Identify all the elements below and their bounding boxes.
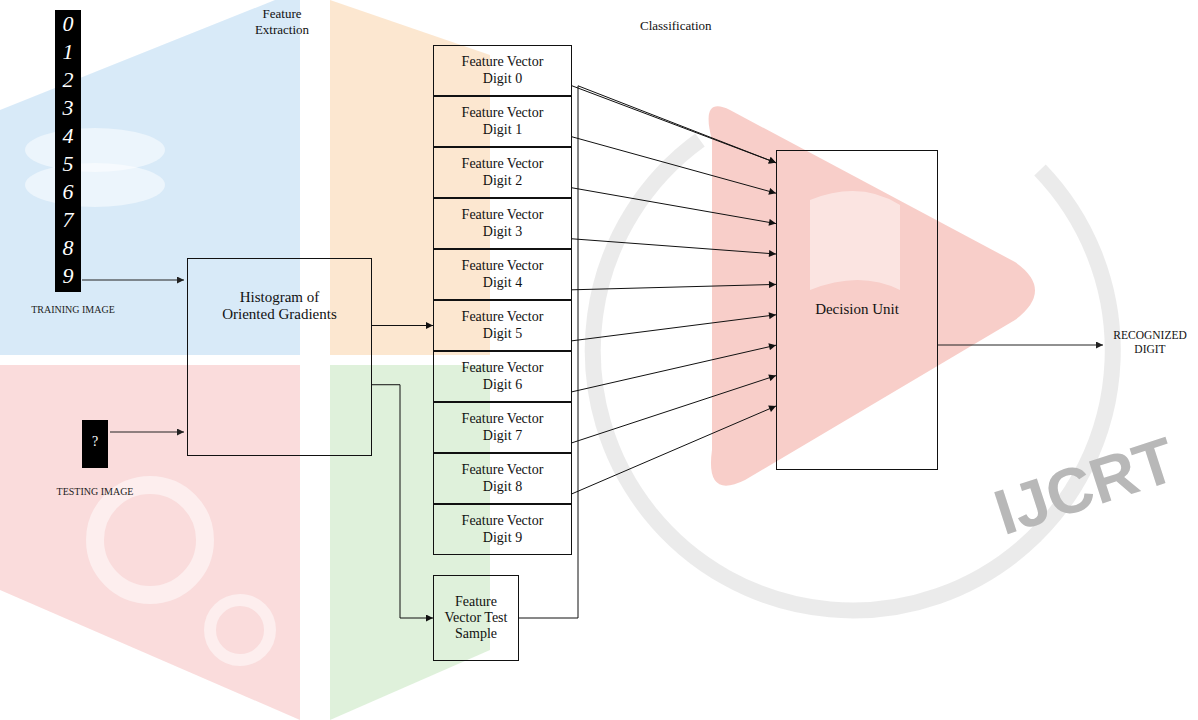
connector-arrow (572, 376, 776, 443)
logo-orange-panel (330, 0, 490, 355)
handwritten-digit: 6 (55, 178, 81, 206)
label-slot: TESTING IMAGE (40, 486, 150, 498)
node-text: Feature Vector Digit 6 (452, 360, 554, 392)
label-slot: TRAINING IMAGE (18, 304, 128, 316)
label-slot: ? (82, 434, 108, 451)
node-text: Feature Vector Digit 9 (452, 513, 554, 545)
feature-vector-box: Feature Vector Digit 2 (433, 147, 572, 198)
connector-arrow (572, 284, 776, 289)
label-slot: 8 (55, 234, 81, 262)
connector-arrow (572, 188, 776, 224)
handwritten-digit: 5 (55, 150, 81, 178)
label-slot: IJCRT (978, 419, 1192, 554)
handwritten-digit: 4 (55, 122, 81, 150)
unknown-digit: ? (82, 434, 108, 451)
input-arrow (110, 432, 184, 433)
node-text: Feature Vector Digit 4 (452, 258, 554, 290)
connector-arrow (372, 325, 433, 326)
label-slot: 3 (55, 94, 81, 122)
handwritten-digit: 0 (55, 10, 81, 38)
feature-vector-box: Feature Vector Digit 4 (433, 249, 572, 300)
node-text: Decision Unit (815, 301, 899, 318)
section-heading: Feature Extraction (246, 6, 318, 37)
training-image (55, 10, 81, 292)
logo-book (810, 191, 900, 290)
watermark: IJCRT (978, 419, 1192, 554)
label-slot: Classification (640, 18, 750, 34)
handwritten-digit: 9 (55, 262, 81, 290)
node-text: Feature Vector Digit 5 (452, 309, 554, 341)
label-slot: 7 (55, 206, 81, 234)
node-text: Feature Vector Digit 8 (452, 462, 554, 494)
logo-disc (25, 163, 165, 207)
handwritten-digit: 7 (55, 206, 81, 234)
feature-vector-box: Feature Vector Digit 8 (433, 453, 572, 504)
label-slot: 5 (55, 150, 81, 178)
connector-arrow (572, 137, 776, 193)
output-label: RECOGNIZED DIGIT (1107, 329, 1193, 357)
handwritten-digit: 2 (55, 66, 81, 94)
label-slot: 0 (55, 10, 81, 38)
feature-vector-box: Feature Vector Digit 6 (433, 351, 572, 402)
feature-vector-box: Feature Vector Digit 0 (433, 45, 572, 96)
label-slot: 9 (55, 262, 81, 290)
feature-vector-box: Feature Vector Digit 5 (433, 300, 572, 351)
output-arrow (938, 345, 1103, 346)
feature-vector-box: Feature Vector Digit 7 (433, 402, 572, 453)
input-arrow (82, 280, 184, 281)
logo-play-shape (709, 106, 1035, 485)
logo-gear (210, 600, 270, 660)
testing-image (82, 420, 108, 468)
node-text: Feature Vector Digit 2 (452, 156, 554, 188)
connector-arrow (572, 345, 776, 392)
connector-arrow (572, 239, 776, 254)
label-slot: 4 (55, 122, 81, 150)
logo-red-panel (0, 365, 300, 720)
handwritten-digit: 1 (55, 38, 81, 66)
node-text: Feature Vector Digit 3 (452, 207, 554, 239)
label-slot: 1 (55, 38, 81, 66)
watermark-logo (0, 0, 1113, 720)
connector-arrow (572, 406, 776, 494)
handwritten-digit: 3 (55, 94, 81, 122)
node-text: Feature Vector Digit 0 (452, 54, 554, 86)
process-box: Histogram of Oriented Gradients (187, 258, 372, 456)
logo-gear (95, 485, 205, 595)
label-slot: RECOGNIZED DIGIT (1107, 329, 1193, 357)
connector-arrow (572, 315, 776, 341)
image-caption: TESTING IMAGE (40, 486, 150, 498)
node-text: Feature Vector Digit 1 (452, 105, 554, 137)
decision-box: Decision Unit (776, 150, 938, 470)
label-slot: 2 (55, 66, 81, 94)
feature-vector-box: Feature Vector Digit 1 (433, 96, 572, 147)
section-heading: Classification (640, 18, 750, 34)
node-text: Histogram of Oriented Gradients (214, 289, 346, 324)
feature-vector-box: Feature Vector Digit 3 (433, 198, 572, 249)
feature-vector-box: Feature Vector Digit 9 (433, 504, 572, 555)
node-text: Feature Vector Test Sample (438, 594, 514, 642)
label-slot: 6 (55, 178, 81, 206)
node-text: Feature Vector Digit 7 (452, 411, 554, 443)
connector-arrow (372, 385, 433, 618)
label-slot: Feature Extraction (246, 6, 318, 37)
handwritten-digit: 8 (55, 234, 81, 262)
feature-vector-box: Feature Vector Test Sample (433, 575, 519, 661)
image-caption: TRAINING IMAGE (18, 304, 128, 316)
